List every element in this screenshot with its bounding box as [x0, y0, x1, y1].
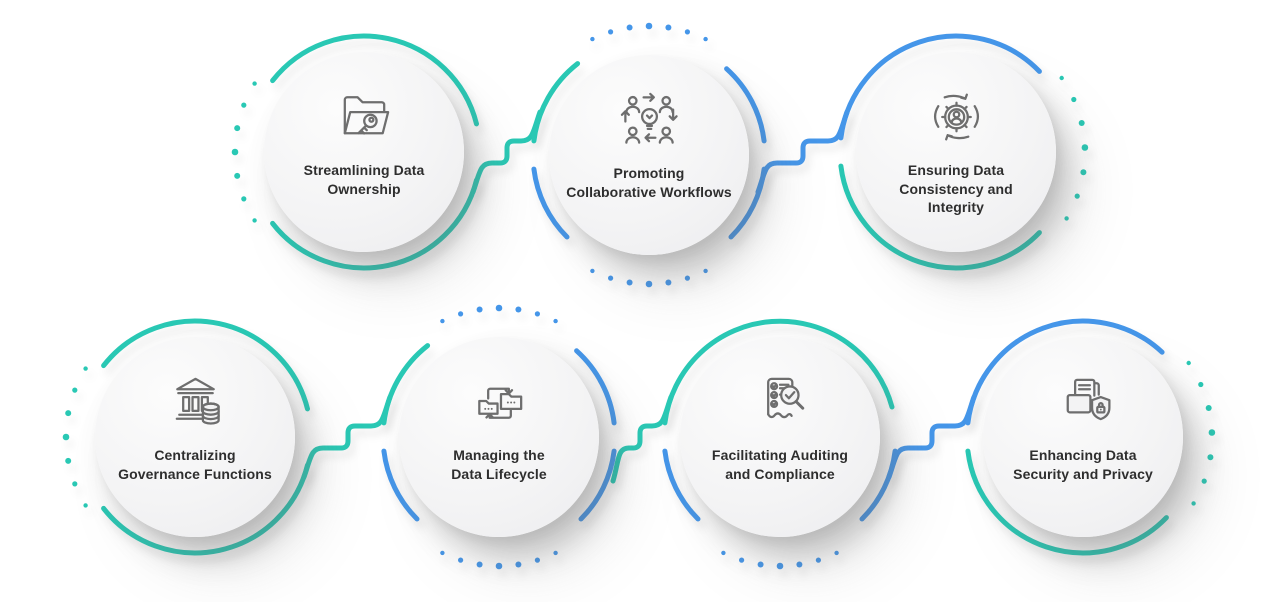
connector-5-6	[610, 394, 674, 484]
audit-checklist-magnifier-icon	[766, 377, 804, 419]
node-ensuring-data-consistency-integrity: Ensuring Data Consistency and Integrity	[816, 12, 1096, 292]
label-line: Consistency and	[899, 180, 1013, 197]
label-line: and Compliance	[725, 465, 835, 482]
circle-card: Centralizing Governance Functions	[95, 337, 295, 537]
dotted-arc-bottom	[440, 550, 558, 570]
circle-card: Promoting Collaborative Workflows	[549, 55, 749, 255]
dotted-arc-top	[440, 304, 558, 324]
node-enhancing-data-security-privacy: Enhancing Data Security and Privacy	[943, 297, 1223, 577]
connector-1-2	[470, 109, 543, 195]
folder-key-icon	[343, 96, 389, 135]
circle-card: Facilitating Auditing and Compliance	[680, 337, 880, 537]
label-line: Ownership	[327, 180, 401, 197]
label-line: Facilitating Auditing	[711, 447, 849, 463]
connector-2-3	[755, 109, 850, 195]
label-line: Promoting	[613, 165, 685, 181]
node-managing-data-lifecycle: Managing the Data Lifecycle	[359, 297, 639, 577]
dotted-arc-bottom	[590, 268, 708, 288]
circle-card: Managing the Data Lifecycle	[399, 337, 599, 537]
gear-user-sync-icon	[933, 93, 979, 141]
label-line: Streamlining Data	[303, 162, 425, 178]
ring-arcs	[965, 318, 1216, 556]
node-facilitating-auditing-compliance: Facilitating Auditing and Compliance	[640, 297, 920, 577]
label-line: Data Lifecycle	[451, 465, 547, 482]
document-shield-lock-icon	[1066, 378, 1111, 421]
node-streamlining-data-ownership: Streamlining Data Ownership	[224, 12, 504, 292]
ring-arcs	[62, 318, 310, 556]
connector-4-5	[301, 394, 393, 480]
dotted-arc-bottom	[721, 550, 839, 570]
ring-arcs	[381, 304, 617, 570]
collaboration-people-idea-icon	[620, 92, 678, 144]
node-label: Promoting Collaborative Workflows	[553, 164, 745, 201]
label-line: Enhancing Data	[1029, 447, 1137, 463]
node-label: Ensuring Data Consistency and Integrity	[860, 161, 1052, 217]
node-label: Managing the Data Lifecycle	[403, 446, 595, 483]
dotted-arc-right	[1059, 75, 1089, 221]
circle-card: Ensuring Data Consistency and Integrity	[856, 52, 1056, 252]
label-line: Centralizing	[154, 447, 236, 463]
label-line: Security and Privacy	[1013, 465, 1153, 482]
circle-card: Enhancing Data Security and Privacy	[983, 337, 1183, 537]
node-label: Streamlining Data Ownership	[268, 161, 460, 198]
folder-cycle-icon	[477, 387, 522, 419]
ring-arcs	[231, 33, 479, 271]
node-label: Facilitating Auditing and Compliance	[684, 446, 876, 483]
dotted-arc-top	[590, 22, 708, 42]
circle-card: Streamlining Data Ownership	[264, 52, 464, 252]
ring-arcs	[838, 33, 1089, 271]
ring-arcs	[531, 22, 767, 288]
label-line: Managing the	[453, 447, 545, 463]
dotted-arc-left	[62, 366, 88, 508]
dotted-arc-right	[1186, 360, 1216, 506]
label-line: Collaborative Workflows	[566, 183, 732, 200]
node-label: Enhancing Data Security and Privacy	[987, 446, 1179, 483]
ring-arcs	[662, 318, 898, 570]
label-line: Governance Functions	[118, 465, 272, 482]
label-line: Ensuring Data	[907, 162, 1005, 178]
label-line: Integrity	[927, 199, 985, 215]
connector-6-7	[886, 394, 977, 480]
node-promoting-collaborative-workflows: Promoting Collaborative Workflows	[509, 15, 789, 295]
node-centralizing-governance-functions: Centralizing Governance Functions	[55, 297, 335, 577]
node-label: Centralizing Governance Functions	[99, 446, 291, 483]
bank-database-icon	[175, 377, 220, 425]
dotted-arc-left	[231, 81, 257, 223]
